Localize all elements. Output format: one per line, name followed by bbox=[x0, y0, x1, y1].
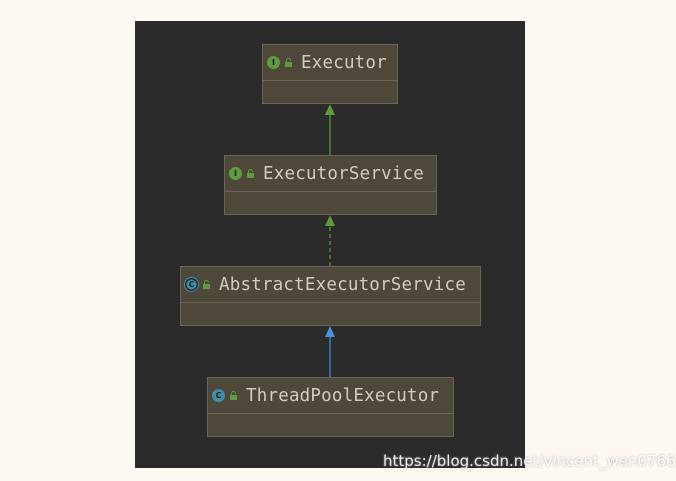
arrowhead-executor bbox=[325, 104, 335, 115]
interface-icon: I bbox=[229, 167, 242, 180]
node-header: I ExecutorService bbox=[225, 156, 436, 192]
node-header: C ThreadPoolExecutor bbox=[208, 378, 453, 414]
node-header: I Executor bbox=[263, 45, 397, 81]
public-lock-icon bbox=[230, 391, 237, 400]
public-lock-icon bbox=[203, 280, 210, 289]
node-executor[interactable]: I Executor bbox=[262, 44, 398, 104]
abstract-class-icon: C bbox=[185, 278, 198, 291]
public-lock-icon bbox=[247, 169, 254, 178]
class-name: AbstractExecutorService bbox=[219, 274, 466, 295]
class-name: ThreadPoolExecutor bbox=[246, 385, 440, 406]
watermark: https://blog.csdn.net/vincent_wen0766 bbox=[383, 452, 676, 470]
node-abstract-executor-service[interactable]: C AbstractExecutorService bbox=[180, 266, 481, 326]
arrowhead-executorservice bbox=[325, 215, 335, 226]
node-thread-pool-executor[interactable]: C ThreadPoolExecutor bbox=[207, 377, 454, 437]
class-icon: C bbox=[212, 389, 225, 402]
node-executor-service[interactable]: I ExecutorService bbox=[224, 155, 437, 215]
class-name: ExecutorService bbox=[263, 163, 425, 184]
public-lock-icon bbox=[285, 58, 292, 67]
class-name: Executor bbox=[301, 52, 387, 73]
arrowhead-abstract bbox=[325, 326, 335, 337]
interface-icon: I bbox=[267, 56, 280, 69]
node-header: C AbstractExecutorService bbox=[181, 267, 480, 303]
